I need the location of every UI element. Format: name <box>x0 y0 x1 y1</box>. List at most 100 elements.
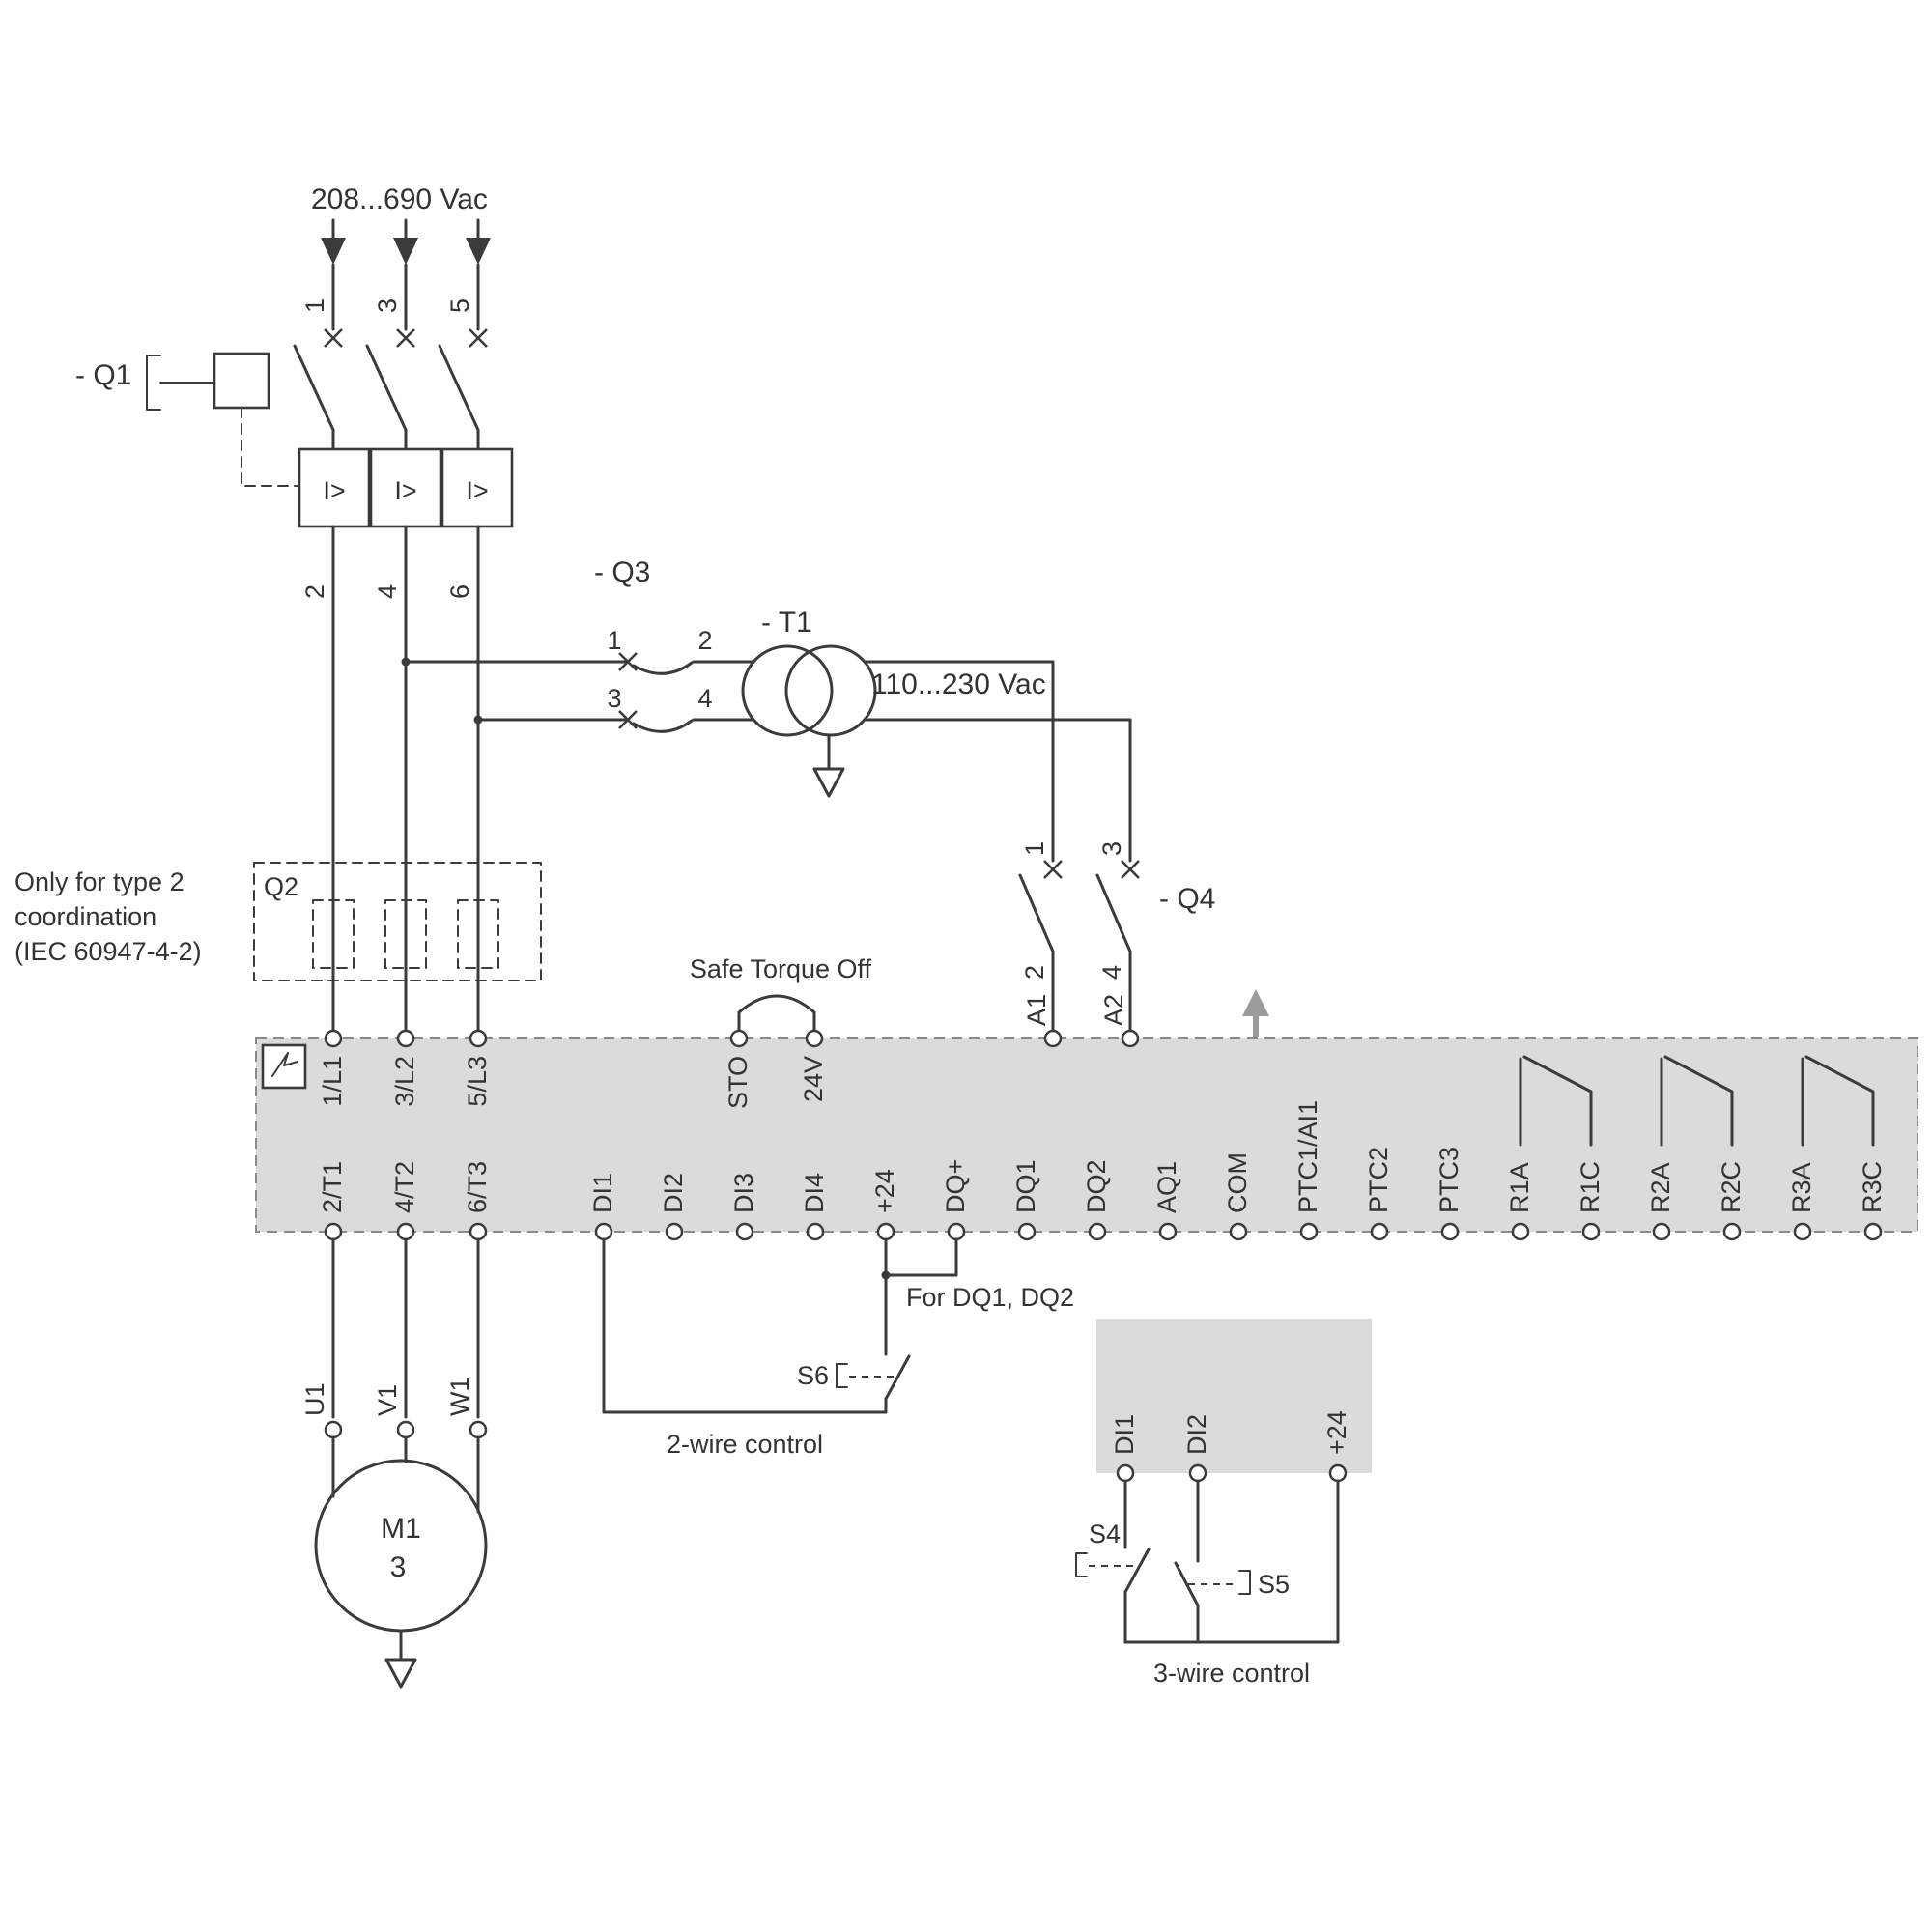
type2-note-line2: coordination <box>14 902 156 931</box>
terminal-label-PTC2: PTC2 <box>1364 1147 1393 1213</box>
terminal-label-DI2: DI2 <box>659 1173 688 1213</box>
terminal-label-R3C: R3C <box>1858 1161 1887 1213</box>
type2-coordination-note: Only for type 2 coordination (IEC 60947-… <box>14 862 542 981</box>
supply-arrow-icon <box>321 238 346 265</box>
q1-blade <box>438 344 480 432</box>
terminal-W1 <box>469 1420 488 1439</box>
safe-torque-off-label: Safe Torque Off <box>690 954 872 983</box>
terminal-2T1 <box>324 1222 343 1241</box>
safe-torque-off: Safe Torque Off <box>690 954 872 1033</box>
inset-terminal-label-DI2: DI2 <box>1182 1414 1211 1455</box>
q3-blade <box>632 719 694 733</box>
s5-label: S5 <box>1258 1570 1290 1599</box>
terminal-DQplus <box>947 1222 966 1241</box>
q1-bracket <box>146 355 161 411</box>
terminal-label-1L1: 1/L1 <box>318 1056 347 1107</box>
two-wire-control: S6 2-wire control For DQ1, DQ2 <box>602 1237 1074 1459</box>
supply-arrow-icon <box>393 238 418 265</box>
q1-blade <box>365 344 408 432</box>
terminal-label-DI1: DI1 <box>588 1173 617 1213</box>
q4-blade <box>1018 873 1055 953</box>
q1-pole-number: 2 <box>300 584 329 599</box>
relay-contact-R2 <box>1660 1055 1734 1147</box>
three-wire-control-label: 3-wire control <box>1153 1659 1310 1688</box>
motor-symbol <box>314 1459 488 1633</box>
terminal-label-3L2: 3/L2 <box>390 1056 419 1107</box>
terminal-label-plus24: +24 <box>870 1169 899 1213</box>
q1-mech-link <box>241 407 298 487</box>
terminal-label-AQ1: AQ1 <box>1152 1161 1181 1213</box>
terminal-label-R1C: R1C <box>1576 1161 1605 1213</box>
three-wire-control: DI1 DI2 +24 S4 S5 3-wire control <box>1075 1319 1372 1688</box>
for-dq-label: For DQ1, DQ2 <box>906 1283 1074 1312</box>
q1-contact <box>323 327 344 349</box>
q4-pole-number: 2 <box>1020 965 1049 980</box>
terminal-label-DQ2: DQ2 <box>1082 1159 1111 1213</box>
terminal-3L2 <box>396 1029 415 1048</box>
terminal-DI4 <box>806 1222 825 1241</box>
terminal-DI3 <box>735 1222 754 1241</box>
terminal-4T2 <box>396 1222 415 1241</box>
q3-label: - Q3 <box>594 556 650 588</box>
q4-contact <box>1042 859 1064 880</box>
q1-pole-number: 4 <box>373 584 402 599</box>
terminal-DI1 <box>594 1222 613 1241</box>
terminal-1L1 <box>324 1029 343 1048</box>
incoming-supply: 208...690 Vac 1 3 5 <box>300 184 491 331</box>
terminal-U1 <box>324 1420 343 1439</box>
terminal-STO <box>729 1029 749 1048</box>
terminal-label-24V: 24V <box>799 1056 828 1102</box>
terminal-6T3 <box>469 1222 488 1241</box>
terminal-R1C <box>1581 1222 1601 1241</box>
terminal-V1 <box>396 1420 415 1439</box>
q1-pole-number: 1 <box>300 298 329 313</box>
terminal-COM <box>1229 1222 1248 1241</box>
two-wire-control-label: 2-wire control <box>667 1430 823 1459</box>
terminal-A2 <box>1121 1029 1140 1048</box>
terminal-label-2T1: 2/T1 <box>318 1161 347 1213</box>
q4-pole-number: 1 <box>1020 841 1049 856</box>
q4-label: - Q4 <box>1159 883 1215 915</box>
q3-blade <box>632 661 694 675</box>
terminal-DQ2 <box>1088 1222 1107 1241</box>
terminal-R1A <box>1511 1222 1530 1241</box>
trip-unit-symbol: I> <box>323 476 345 505</box>
q4-blade <box>1095 873 1132 953</box>
t1-label: - T1 <box>761 607 812 639</box>
terminal-PTC2 <box>1370 1222 1389 1241</box>
terminal-plus24 <box>876 1222 895 1241</box>
drive-body <box>255 1037 1918 1233</box>
drive-logo-icon <box>271 1052 298 1077</box>
control-transformer-circuit: - Q3 1 2 3 4 - T1 110...230 Vac <box>401 556 1132 798</box>
supply-arrow-icon <box>466 238 491 265</box>
inset-terminal-label-DI1: DI1 <box>1110 1414 1139 1455</box>
q1-pole-number: 3 <box>373 298 402 313</box>
motor-terminal-label-W1: W1 <box>445 1378 474 1417</box>
control-voltage-label: 110...230 Vac <box>871 668 1046 700</box>
terminal-label-R2C: R2C <box>1717 1161 1746 1213</box>
motor-name: M1 <box>381 1513 421 1545</box>
inset-terminal-label-plus24: +24 <box>1322 1410 1351 1455</box>
q2-pole <box>457 899 499 969</box>
three-wire-inset-box <box>1096 1319 1372 1473</box>
terminal-PTC3 <box>1440 1222 1460 1241</box>
terminal-R3C <box>1863 1222 1883 1241</box>
pe-up-arrow-icon <box>1242 989 1269 1016</box>
breaker-q4: 1 3 - Q4 2 4 <box>1018 660 1215 1033</box>
terminal-label-DI4: DI4 <box>800 1173 829 1213</box>
terminal-label-A2: A2 <box>1099 994 1128 1026</box>
inset-terminal-plus24 <box>1328 1463 1348 1483</box>
relay-contact-R1 <box>1519 1055 1593 1147</box>
q1-contact <box>468 327 489 349</box>
t1-secondary-winding <box>784 644 877 737</box>
q2-pole <box>312 899 355 969</box>
earth-ground-icon <box>384 1658 417 1689</box>
q1-pole-number: 6 <box>445 584 474 599</box>
s5-blade <box>1174 1561 1200 1607</box>
sto-jumper <box>737 994 816 1014</box>
earth-ground-icon <box>812 767 845 798</box>
inset-terminal-DI1 <box>1116 1463 1135 1483</box>
q2-pole <box>384 899 427 969</box>
q1-pole-number: 5 <box>445 298 474 313</box>
q1-actuator-box <box>213 352 270 410</box>
